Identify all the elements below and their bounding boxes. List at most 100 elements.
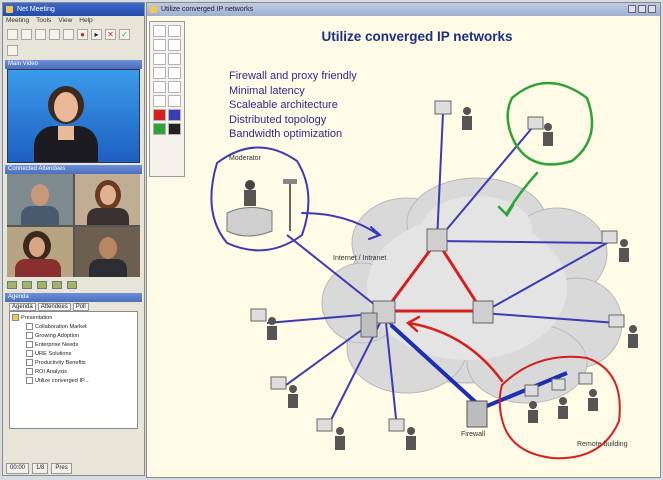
rectangle-tool-icon[interactable] [153, 67, 166, 79]
check-icon[interactable]: ✓ [119, 29, 130, 40]
workstation-icon [578, 372, 598, 411]
hand-icon[interactable] [52, 281, 62, 289]
speaker-icon[interactable] [37, 281, 47, 289]
agenda-item[interactable]: Growing Adoption [12, 332, 135, 341]
workstation-icon [270, 376, 298, 408]
open-icon[interactable] [7, 29, 18, 40]
bullet-item: Distributed topology [229, 113, 327, 126]
eraser-tool-icon[interactable] [168, 81, 181, 93]
workstation-icon [250, 308, 277, 340]
color-green-swatch[interactable] [153, 123, 166, 135]
workstation-icon [388, 418, 416, 450]
tab-attendees[interactable]: Attendees [37, 303, 71, 311]
tab-poll[interactable]: Poll [72, 303, 89, 311]
color-blue-swatch[interactable] [168, 109, 181, 121]
menu-view[interactable]: View [58, 17, 73, 24]
red-arrow [405, 315, 504, 383]
next-icon[interactable]: ▸ [91, 29, 102, 40]
menu-tools[interactable]: Tools [36, 17, 52, 24]
presentation-window-title: Utilize converged IP networks [161, 6, 254, 13]
page-icon [26, 350, 33, 358]
control-titlebar[interactable]: Net Meeting [3, 3, 144, 16]
chat-icon[interactable] [7, 44, 18, 56]
print-icon[interactable] [63, 29, 74, 40]
router-icon [360, 312, 378, 338]
control-toolbar: ● ▸ ✕ ✓ [3, 26, 144, 60]
router-triangle [383, 240, 484, 313]
agenda-item[interactable]: Utilize converged IP... [12, 377, 135, 386]
pen-tool-icon[interactable] [153, 39, 166, 51]
app-icon [6, 6, 13, 13]
close-window-icon[interactable] [648, 5, 656, 13]
main-video-feed [7, 69, 140, 163]
participant-3-face [29, 236, 45, 257]
participant-video-4[interactable] [74, 226, 140, 277]
tab-agenda[interactable]: Agenda [9, 303, 36, 311]
status-mode: Pres [51, 462, 72, 474]
line-tool-icon[interactable] [153, 53, 166, 65]
save-icon[interactable] [21, 29, 32, 40]
agenda-item[interactable]: ROI Analysis [12, 368, 135, 377]
router-icon [372, 300, 396, 324]
menu-help[interactable]: Help [79, 17, 93, 24]
whiteboard-icon[interactable] [49, 29, 60, 40]
record-icon[interactable]: ● [77, 29, 88, 40]
moderator-arrow [301, 212, 382, 240]
participant-2-face [99, 185, 116, 205]
participant-1-face [31, 184, 49, 206]
participant-video-grid [7, 174, 140, 277]
agenda-item[interactable]: Presentation [12, 314, 135, 323]
agenda-item[interactable]: URE Solutions [12, 350, 135, 359]
menu-bar: Meeting Tools View Help [3, 16, 144, 26]
green-arrow [497, 171, 539, 218]
annotation-marks [210, 81, 621, 460]
close-icon[interactable]: ✕ [105, 29, 116, 40]
slide-bullets: Firewall and proxy friendly Minimal late… [229, 69, 357, 142]
minimize-icon[interactable] [628, 5, 636, 13]
agenda-item[interactable]: Collaboration Market [12, 323, 135, 332]
select-tool-icon[interactable] [168, 25, 181, 37]
page-icon [26, 359, 33, 367]
participant-3-body [15, 258, 61, 277]
firewall-label: Firewall [461, 431, 486, 438]
participant-video-1[interactable] [7, 174, 73, 225]
participant-controls [7, 279, 140, 291]
arrow-tool-icon[interactable] [168, 53, 181, 65]
agenda-item[interactable]: Productivity Benefits [12, 359, 135, 368]
color-black-swatch[interactable] [168, 123, 181, 135]
participant-video-2[interactable] [74, 174, 140, 225]
undo-tool-icon[interactable] [168, 95, 181, 107]
participant-video-3[interactable] [7, 226, 73, 277]
agenda-item[interactable]: Enterprise Needs [12, 341, 135, 350]
ellipse-tool-icon[interactable] [168, 67, 181, 79]
maximize-icon[interactable] [638, 5, 646, 13]
remote-building-label: Remote building [577, 441, 628, 448]
meeting-control-window: Net Meeting Meeting Tools View Help ● ▸ … [2, 2, 145, 476]
annotation-tool-palette [149, 21, 185, 177]
agenda-tree: Presentation Collaboration Market Growin… [9, 311, 138, 429]
remote-building-circle [498, 355, 621, 460]
workstation-icon [316, 418, 345, 450]
mute-icon[interactable] [7, 281, 17, 289]
agenda-tabs: Agenda Attendees Poll [9, 303, 138, 311]
moderator-label: Moderator [229, 155, 261, 162]
presenter-collar [58, 126, 74, 140]
page-icon [26, 377, 33, 385]
text-tool-icon[interactable] [153, 81, 166, 93]
stamp-tool-icon[interactable] [153, 95, 166, 107]
page-icon [26, 341, 33, 349]
menu-meeting[interactable]: Meeting [6, 17, 30, 24]
page-icon [26, 368, 33, 376]
workstation-icon [601, 230, 629, 262]
settings-icon[interactable] [67, 281, 77, 289]
pointer-tool-icon[interactable] [153, 25, 166, 37]
workstation-icon [551, 378, 568, 419]
camera-icon[interactable] [22, 281, 32, 289]
share-icon[interactable] [35, 29, 46, 40]
highlighter-tool-icon[interactable] [168, 39, 181, 51]
workstation-icon [608, 314, 638, 348]
color-red-swatch[interactable] [153, 109, 166, 121]
router-icon [426, 228, 448, 252]
presentation-titlebar[interactable]: Utilize converged IP networks [147, 3, 660, 16]
